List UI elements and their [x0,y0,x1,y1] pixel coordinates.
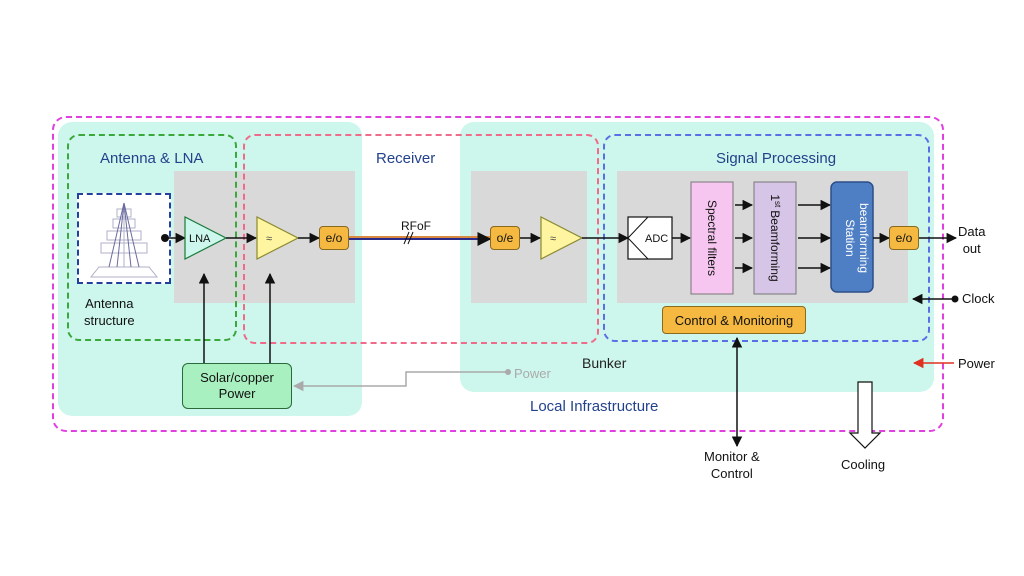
bunker-label: Bunker [582,355,627,371]
solar-power-label: Power [218,386,256,401]
local-infrastructure-boundary [52,116,944,432]
bunker-power-label: Power [514,366,551,381]
station-beamforming-block [830,181,874,293]
beamforming-block [753,181,797,295]
spectral-filters-block [690,181,734,295]
eo-converter-2: e/o [889,226,919,250]
oe-converter: o/e [490,226,520,250]
beamforming-superscript: st [773,201,782,208]
spectral-filters-label: Spectral filters [705,200,719,276]
receiver-amplifier-1 [256,216,300,260]
monitor-control-label: Monitor & Control [704,449,760,481]
receiver-amplifier-2 [540,216,584,260]
solar-copper-label: Solar/copper [200,370,274,385]
antenna-structure-box [77,193,171,284]
adc-diagonal-2 [627,237,649,260]
receiver-title: Receiver [376,150,436,167]
antenna-structure-label: Antenna structure [84,296,135,328]
cooling-label: Cooling [841,457,886,472]
station-beamforming-label: beamforming [857,203,871,273]
solar-copper-power-block: Solar/copper Power [182,363,292,409]
data-out-label: Data out [958,224,986,256]
adc-block [627,216,673,260]
lna-amplifier [184,216,228,260]
control-monitoring-block: Control & Monitoring [662,306,806,334]
clock-label: Clock [962,291,995,306]
antenna-lna-title: Antenna & LNA [100,150,204,167]
receiver-group [243,134,599,344]
gray-power-line [292,371,508,392]
cooling-arrow [848,381,882,449]
signal-processing-title: Signal Processing [716,150,837,167]
station-label: Station [843,219,857,256]
power-label: Power [958,356,995,371]
adc-label: ADC [645,233,668,245]
eo-converter-1: e/o [319,226,349,250]
beamforming-number: 1 [768,194,782,201]
beamforming-word: Beamforming [768,210,782,281]
local-infrastructure-label: Local Infrastructure [530,398,659,415]
beamforming-label: 1stBeamforming [768,194,782,281]
fiber-break-2 [407,231,414,245]
fiber-break-1 [403,231,410,245]
filter-symbol-1: ≈ [266,233,272,245]
filter-symbol-2: ≈ [550,233,556,245]
adc-diagonal [627,216,649,239]
antenna-icon [89,202,159,278]
lna-label: LNA [189,233,211,245]
rfof-label: RFoF [401,219,431,233]
